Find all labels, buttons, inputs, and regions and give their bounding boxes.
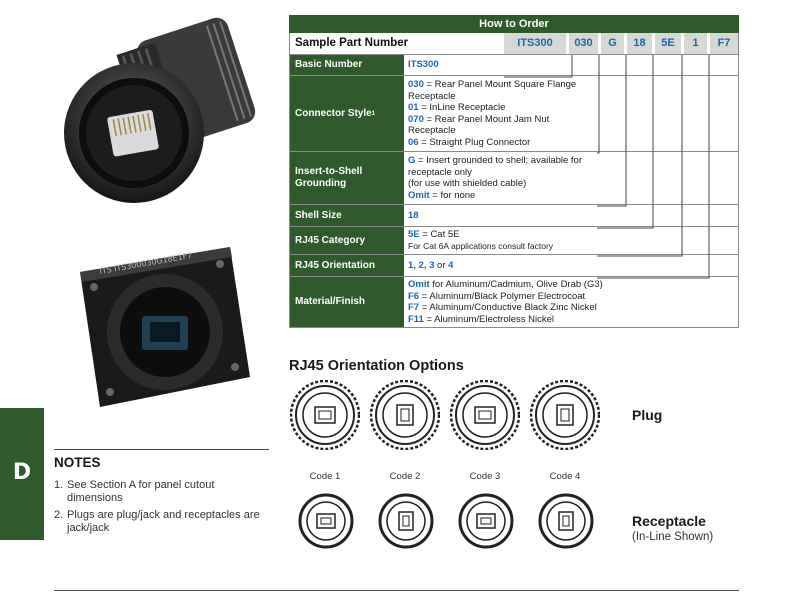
note-text: See Section A for panel cutout dimension… [67,479,215,504]
row-basic-number: Basic Number ITS300 [289,55,739,76]
receptacle-connector-photo: ITS ITS300030G18E1F7 [80,247,250,407]
code-cell-style: 030 [569,33,598,54]
code-4-label: Code 4 [549,471,581,482]
plug-code-4-icon [530,380,600,450]
row-material-finish: Material/Finish Omit for Aluminum/Cadmiu… [289,277,739,328]
note-number: 2. [54,509,64,521]
note-item: 2. Plugs are plug/jack and receptacles a… [54,509,269,535]
sample-part-number-row: Sample Part Number ITS300 030 G 18 5E 1 … [289,33,739,55]
plug-connector-photo [64,17,256,203]
row-value: ITS300 [408,59,439,71]
receptacle-sublabel: (In-Line Shown) [632,531,714,543]
how-to-order-table: How to Order Sample Part Number ITS300 0… [289,15,739,328]
row-insert-grounding: Insert-to-Shell Grounding G = Insert gro… [289,152,739,205]
code-cell-category: 5E [655,33,681,54]
plug-code-3-icon [450,380,520,450]
row-label: Insert-to-Shell Grounding [290,152,404,204]
code-3-label: Code 3 [469,471,501,482]
plug-code-2-icon [370,380,440,450]
code-2-label: Code 2 [389,471,421,482]
receptacle-code-3-icon [458,493,514,549]
receptacle-code-4-icon [538,493,594,549]
row-value: G = Insert grounded to shell; available … [408,155,583,201]
notes-list: 1. See Section A for panel cutout dimens… [54,479,269,535]
notes-title: NOTES [54,455,101,470]
receptacle-code-1-icon [298,493,354,549]
code-cell-shell: 18 [627,33,652,54]
row-label: Material/Finish [290,277,404,327]
note-number: 1. [54,479,64,491]
row-value: 5E = Cat 5E For Cat 6A applications cons… [408,229,554,251]
plug-label: Plug [632,407,663,423]
row-shell-size: Shell Size 18 [289,205,739,227]
row-value: 18 [408,209,419,221]
orientation-title: RJ45 Orientation Options [289,358,464,374]
sample-part-number-label: Sample Part Number [295,37,409,49]
row-label: RJ45 Orientation [290,255,404,276]
notes-block: NOTES 1. See Section A for panel cutout … [54,449,269,539]
code-cell-basic: ITS300 [504,33,566,54]
row-label: Shell Size [290,205,404,226]
row-rj45-orientation: RJ45 Orientation 1, 2, 3 or 4 [289,255,739,277]
row-label: Basic Number [290,55,404,75]
row-value: 1, 2, 3 or 4 [408,259,454,271]
page-bottom-divider [54,590,739,591]
code-1-label: Code 1 [309,471,341,482]
code-cell-grounding: G [601,33,624,54]
code-cell-finish: F7 [710,33,738,54]
row-label: RJ45 Category [290,227,404,254]
receptacle-label: Receptacle [632,513,706,529]
receptacle-code-2-icon [378,493,434,549]
plug-code-1-icon [290,380,360,450]
note-text: Plugs are plug/jack and receptacles are … [67,509,260,534]
order-table-title: How to Order [289,15,739,33]
row-value: 030 = Rear Panel Mount Square Flange Rec… [408,79,577,148]
notes-divider [54,449,269,450]
section-tab: D [0,408,44,540]
row-value: Omit for Aluminum/Cadmium, Olive Drab (G… [408,279,603,325]
note-item: 1. See Section A for panel cutout dimens… [54,479,269,505]
row-rj45-category: RJ45 Category 5E = Cat 5E For Cat 6A app… [289,227,739,255]
code-cell-orientation: 1 [684,33,707,54]
section-letter: D [12,460,32,485]
